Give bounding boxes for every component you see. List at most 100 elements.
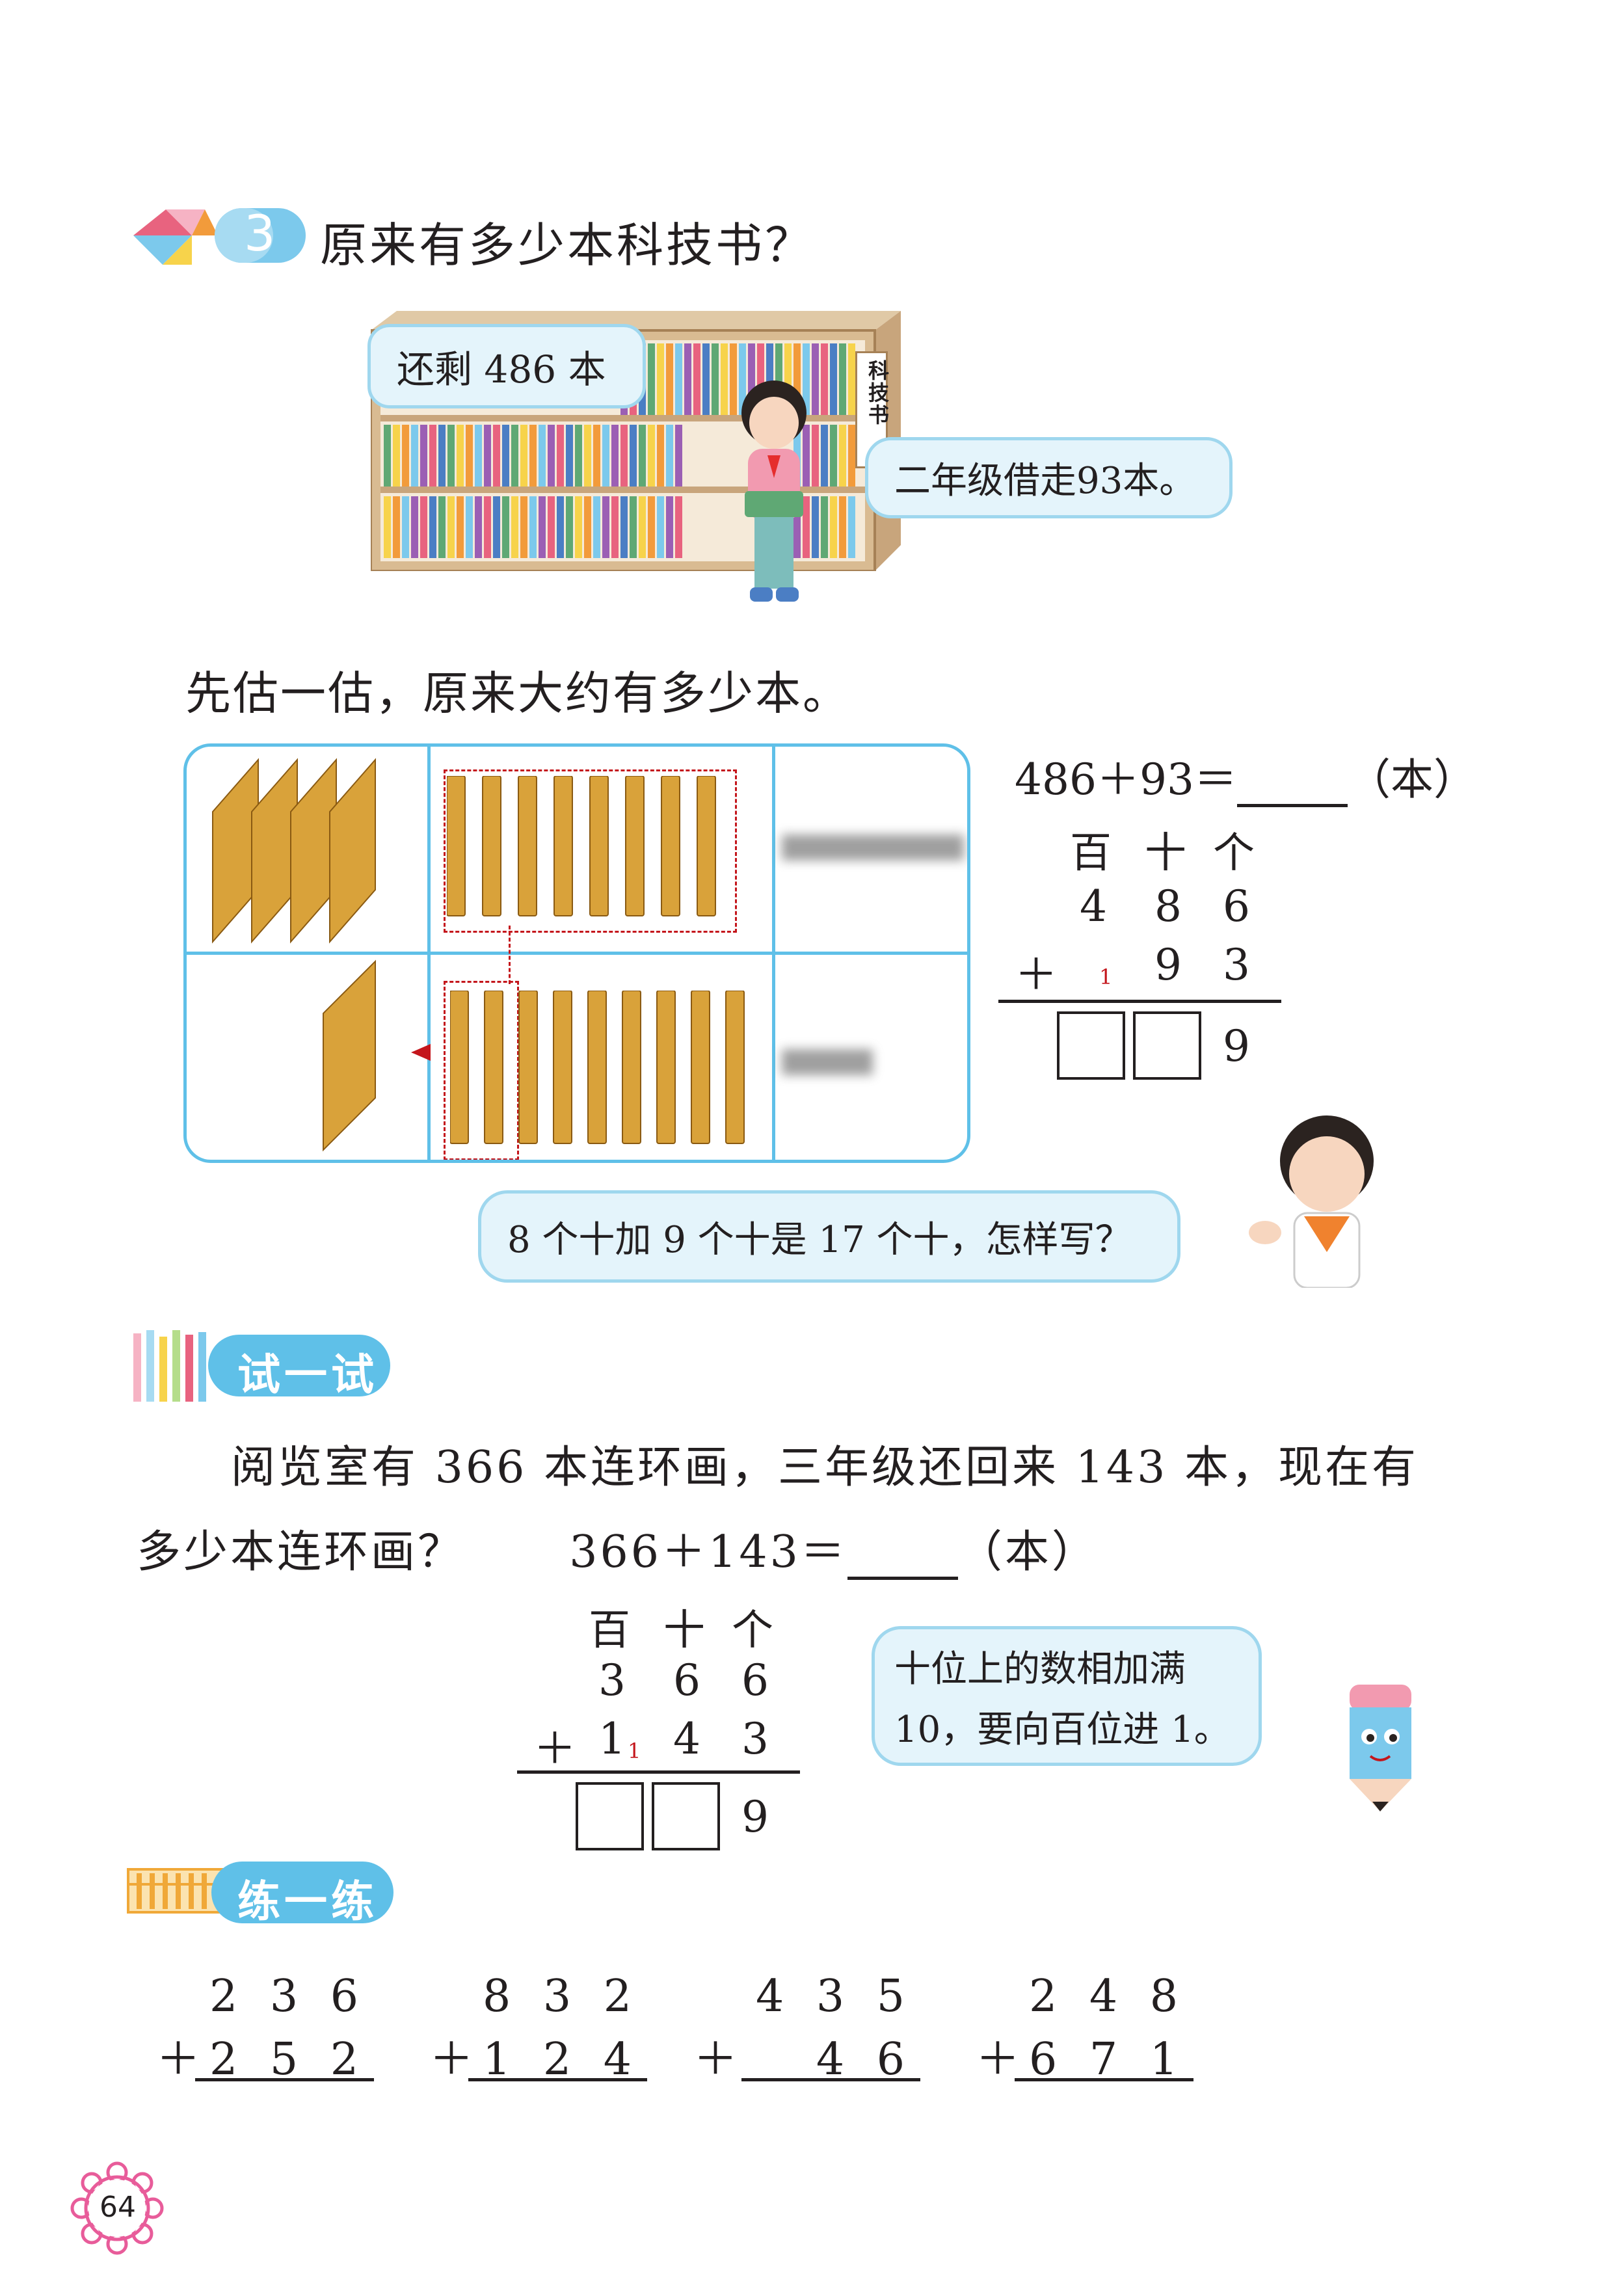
header-tens: 十 <box>663 1607 705 1655</box>
book-spine <box>384 496 391 558</box>
book-spine <box>784 343 792 415</box>
shelf-sign-text: 科技书 <box>865 360 890 426</box>
connector-dashed-line <box>509 926 513 984</box>
plus-sign: ＋ <box>1015 950 1058 1000</box>
try-problem-question: 多少本连环画？ <box>137 1527 465 1578</box>
book-spine <box>730 343 737 415</box>
book-spine <box>648 425 655 487</box>
practice-section-tag: 练一练 <box>127 1854 393 1927</box>
try-equation: 366＋143＝ <box>569 1527 847 1578</box>
book-spine <box>602 425 609 487</box>
book-spine <box>830 496 837 558</box>
carry-mark: 1 <box>1099 965 1113 989</box>
book-spine <box>502 425 509 487</box>
practice-problem: 2 4 8＋6 7 1 <box>976 1971 1193 2088</box>
book-spine <box>457 496 464 558</box>
tangram-icon <box>133 208 306 265</box>
ten-rod <box>447 776 466 916</box>
book-spine <box>557 496 564 558</box>
girl-speech-text: 二年级借走93本。 <box>894 460 1196 502</box>
book-spine <box>702 343 710 415</box>
example-unit: （本） <box>1347 754 1476 805</box>
book-spine <box>839 496 846 558</box>
practice-top-number: 2 4 8 <box>1028 1971 1187 2022</box>
book-spine <box>529 496 537 558</box>
try-answer-box-tens[interactable] <box>652 1782 720 1850</box>
answer-box-hundreds[interactable] <box>1057 1011 1125 1080</box>
girl-illustration <box>712 380 836 615</box>
practice-problem: 2 3 6 ＋2 5 2 <box>156 1971 374 2088</box>
abacus-icon <box>127 1868 224 1914</box>
book-spine <box>812 343 819 415</box>
ten-rod <box>725 991 745 1144</box>
practice-top-number: 4 3 5 <box>755 1971 914 2022</box>
hint-line2: 10，要向百位进 1。 <box>894 1708 1231 1751</box>
ten-rods-top <box>447 776 716 916</box>
ten-rod <box>589 776 609 916</box>
example-equation: 486＋93＝（本） <box>1015 745 1476 807</box>
book-spine <box>639 425 646 487</box>
book-spine <box>648 343 655 415</box>
digit: 3 <box>1223 940 1250 990</box>
digit: 3 <box>598 1655 626 1705</box>
book-spine <box>848 425 855 487</box>
answer-box-tens[interactable] <box>1133 1011 1201 1080</box>
try-section-tag: 试一试 <box>130 1327 390 1405</box>
book-spine <box>493 425 500 487</box>
ten-rod <box>622 991 641 1144</box>
book-spine <box>620 496 628 558</box>
header-ones: 个 <box>1213 829 1255 877</box>
book-spine <box>429 496 436 558</box>
book-spine <box>466 425 473 487</box>
book-spine <box>393 425 400 487</box>
book-spine <box>438 496 446 558</box>
try-answer-box-hundreds[interactable] <box>576 1782 644 1850</box>
practice-sum-line <box>1015 2078 1193 2081</box>
book-spine <box>557 425 564 487</box>
digit: 8 <box>1154 881 1182 931</box>
book-spine <box>593 496 600 558</box>
book-spine <box>675 496 682 558</box>
practice-problem: 8 3 2＋1 2 4 <box>429 1971 647 2088</box>
ten-rod <box>625 776 645 916</box>
book-spine <box>848 496 855 558</box>
book-spine <box>648 496 655 558</box>
book-spine <box>630 425 637 487</box>
header-hundreds: 百 <box>1070 829 1112 877</box>
practice-top-number: 8 3 2 <box>482 1971 641 2022</box>
book-spine <box>657 343 664 415</box>
book-spine <box>484 425 491 487</box>
try-answer-blank[interactable] <box>847 1539 958 1580</box>
book-spine <box>721 343 728 415</box>
boy-speech-text: 8 个十加 9 个十是 17 个十，怎样写？ <box>507 1218 1132 1261</box>
try-result-ones: 9 <box>741 1792 769 1842</box>
book-spine <box>566 496 573 558</box>
practice-top-number: 2 3 6 <box>209 1971 367 2022</box>
book-spine <box>830 343 837 415</box>
practice-bottom-number: ＋2 5 2 <box>155 2034 367 2085</box>
digit: 3 <box>741 1714 769 1764</box>
book-spine <box>484 496 491 558</box>
girl-speech-bubble: 二年级借走93本。 <box>865 437 1233 518</box>
book-spine <box>384 425 391 487</box>
page-number-badge: 64 <box>68 2159 166 2257</box>
book-spine <box>566 425 573 487</box>
base-ten-table <box>183 743 970 1163</box>
book-spine <box>657 425 664 487</box>
ten-rod <box>518 991 538 1144</box>
try-problem-line1: 阅览室有 366 本连环画，三年级还回来 143 本，现在有 <box>231 1442 1419 1493</box>
tens-group-box <box>444 769 737 933</box>
answer-blank[interactable] <box>1236 766 1348 807</box>
book-spine <box>402 496 409 558</box>
book-spine <box>475 425 482 487</box>
practice-bottom-number: ＋ 4 6 <box>693 2034 914 2085</box>
section-number: 3 <box>244 204 276 262</box>
book-spine <box>511 496 518 558</box>
ten-rod <box>587 991 607 1144</box>
ten-rod <box>691 991 710 1144</box>
book-spine <box>511 425 518 487</box>
book-spine <box>548 496 555 558</box>
header-ones: 个 <box>732 1607 773 1655</box>
ten-rod <box>482 776 501 916</box>
book-spine <box>666 496 673 558</box>
